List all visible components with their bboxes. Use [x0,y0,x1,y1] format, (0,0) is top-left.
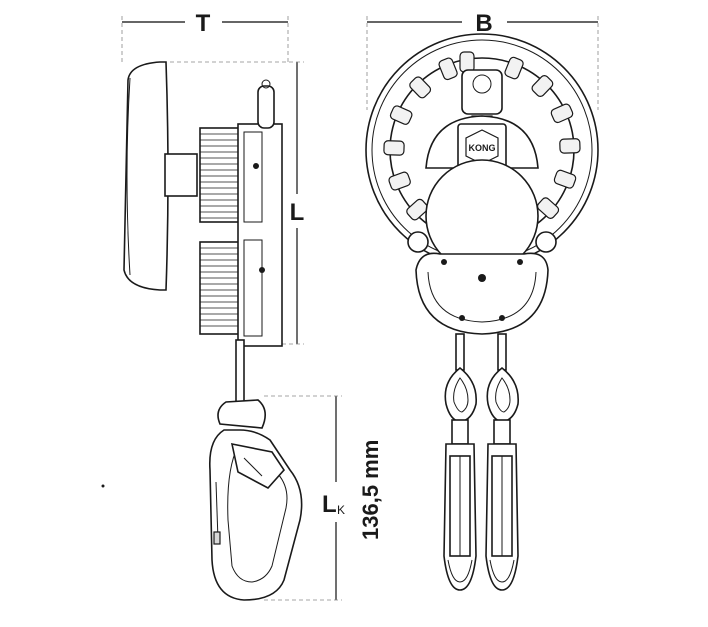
dimension-l-label: L [290,199,305,226]
kong-badge: KONG [469,143,496,153]
dimension-lk: L K 136,5 mm [264,395,383,601]
dimension-lk-subscript: K [337,503,345,517]
dimension-lk-label: L [322,491,337,518]
side-view-carabiner [208,399,303,601]
front-view-lanyards [443,333,519,591]
side-view [123,61,283,403]
dimension-b: B [366,10,599,110]
dimension-t: T [121,10,289,64]
dimension-b-label: B [475,10,492,37]
dimension-lk-measure: 136,5 mm [358,440,383,540]
front-view: KONG [365,33,599,335]
dimension-t-label: T [196,10,211,37]
stray-mark [101,484,105,488]
